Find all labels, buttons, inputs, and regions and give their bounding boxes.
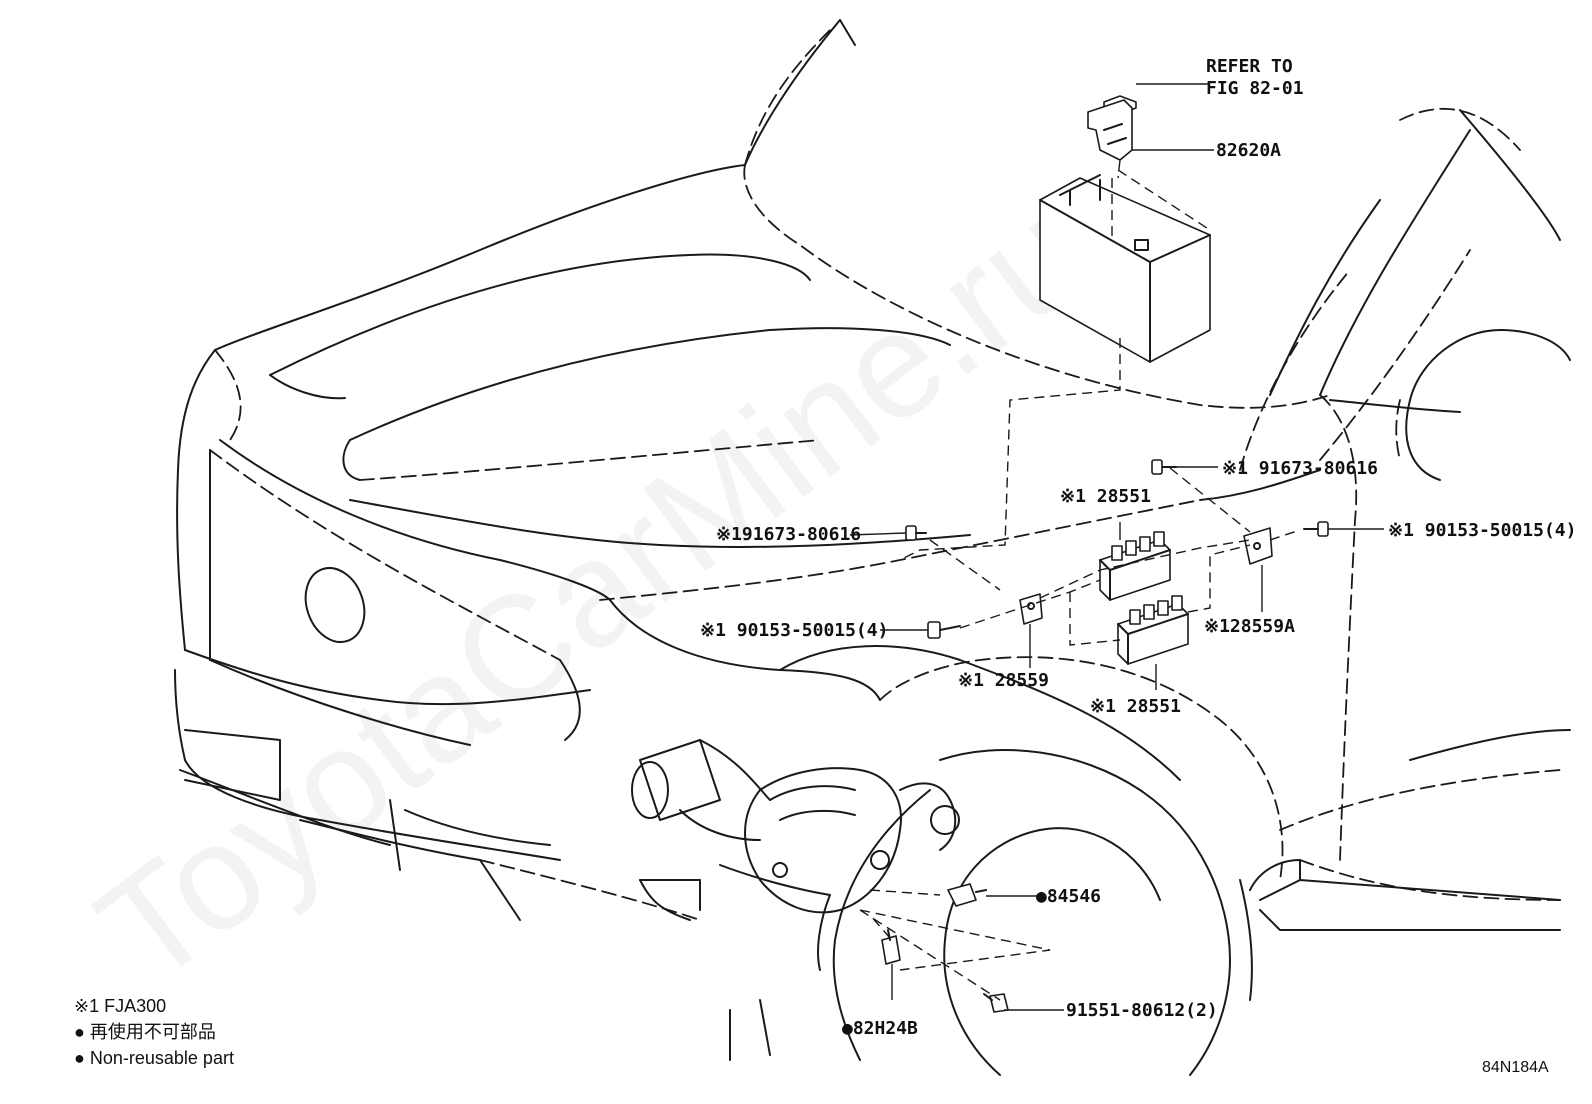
bolt-91673-left bbox=[905, 525, 927, 541]
label-28551-top: ※1 28551 bbox=[1060, 486, 1151, 507]
legend: ※1 FJA300 ● 再使用不可部品 ● Non-reusable part bbox=[74, 996, 234, 1068]
vehicle-outline bbox=[174, 19, 1571, 1076]
legend-note-japanese: ● 再使用不可部品 bbox=[74, 1022, 216, 1042]
ecu-top bbox=[1099, 531, 1171, 601]
figure-code: 84N184A bbox=[1482, 1059, 1549, 1076]
legend-note-nonreusable: ● Non-reusable part bbox=[74, 1048, 234, 1068]
battery bbox=[1039, 174, 1211, 363]
front-differential bbox=[631, 739, 960, 971]
label-90153-right: ※1 90153-50015(4) bbox=[1388, 520, 1576, 541]
bolt-90153-left bbox=[927, 621, 961, 639]
label-90153-left: ※1 90153-50015(4) bbox=[700, 620, 888, 641]
bracket-28559A bbox=[1243, 527, 1273, 565]
label-82H24B: ●82H24B bbox=[842, 1018, 918, 1039]
battery-clamp bbox=[1087, 95, 1137, 161]
label-82620A: 82620A bbox=[1216, 140, 1281, 161]
label-91673-left: ※191673-80616 bbox=[716, 524, 861, 545]
bracket-28559 bbox=[1019, 593, 1043, 625]
label-91551: 91551-80612(2) bbox=[1066, 1000, 1218, 1021]
connector-82H24B bbox=[881, 929, 901, 965]
label-28559: ※1 28559 bbox=[958, 670, 1049, 691]
label-28559A: ※128559A bbox=[1204, 616, 1295, 637]
sensor-84546 bbox=[947, 883, 987, 907]
bolt-90153-right bbox=[1303, 521, 1329, 537]
legend-note-fja300: ※1 FJA300 bbox=[74, 996, 166, 1016]
label-91673-right: ※1 91673-80616 bbox=[1222, 458, 1378, 479]
bolt-91673-right bbox=[1151, 459, 1177, 475]
leader-lines bbox=[849, 83, 1384, 1011]
assembly-guides bbox=[859, 159, 1301, 1001]
ecu-bottom bbox=[1117, 595, 1189, 665]
label-28551-bottom: ※1 28551 bbox=[1090, 696, 1181, 717]
label-84546: ●84546 bbox=[1036, 886, 1101, 907]
label-fig-ref: FIG 82-01 bbox=[1206, 78, 1304, 99]
label-refer-to: REFER TO bbox=[1206, 56, 1293, 77]
